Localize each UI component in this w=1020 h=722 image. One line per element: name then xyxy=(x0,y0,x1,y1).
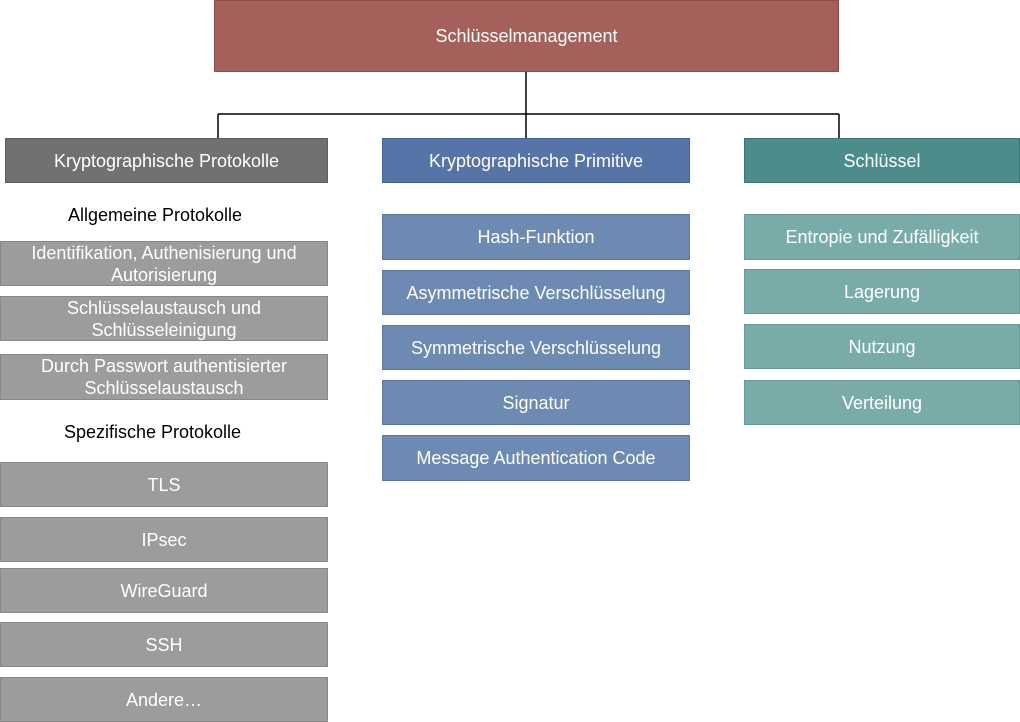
protocol-item-ssh: SSH xyxy=(0,622,328,667)
protocol-item-label: SSH xyxy=(145,634,183,655)
protocol-item-label: Identifikation, Authenisierung und Autor… xyxy=(31,242,297,285)
protocol-item-label: WireGuard xyxy=(120,580,208,601)
key-item-usage: Nutzung xyxy=(744,324,1020,369)
protocol-item-ipsec: IPsec xyxy=(0,517,328,562)
protocol-item-wireguard: WireGuard xyxy=(0,568,328,613)
primitive-item-label: Hash-Funktion xyxy=(477,227,595,247)
root-node: Schlüsselmanagement xyxy=(214,0,839,72)
primitive-item-label: Symmetrische Verschlüsselung xyxy=(410,337,662,358)
primitive-item-hash: Hash-Funktion xyxy=(382,214,690,260)
primitive-item-label: Message Authentication Code xyxy=(416,448,656,468)
primitive-item-signature: Signatur xyxy=(382,380,690,425)
protocol-item-label: Schlüsselaustausch und Schlüsseleinigung xyxy=(66,297,262,340)
protocol-item-schluesselaustausch: Schlüsselaustausch und Schlüsseleinigung xyxy=(0,296,328,341)
protocols-header-label: Kryptographische Protokolle xyxy=(53,150,280,171)
key-item-distribution: Verteilung xyxy=(744,380,1020,425)
general-protocols-title-text: Allgemeine Protokolle xyxy=(67,205,243,225)
primitive-item-mac: Message Authentication Code xyxy=(382,435,690,481)
keys-header-label: Schlüssel xyxy=(843,150,921,171)
primitives-header-label: Kryptographische Primitive xyxy=(428,150,644,171)
protocol-item-label: TLS xyxy=(147,474,181,495)
key-item-entropy: Entropie und Zufälligkeit xyxy=(744,214,1020,260)
protocol-item-tls: TLS xyxy=(0,462,328,507)
key-item-label: Nutzung xyxy=(848,336,916,357)
primitive-item-label: Asymmetrische Verschlüsselung xyxy=(406,282,666,303)
protocol-item-label: Durch Passwort authentisierter Schlüssel… xyxy=(40,356,288,398)
general-protocols-title: Allgemeine Protokolle xyxy=(5,203,305,227)
key-item-label: Lagerung xyxy=(843,281,921,302)
primitive-item-symmetric: Symmetrische Verschlüsselung xyxy=(382,325,690,370)
primitive-item-asymmetric: Asymmetrische Verschlüsselung xyxy=(382,270,690,315)
protocols-header: Kryptographische Protokolle xyxy=(5,138,328,183)
key-item-label: Verteilung xyxy=(841,392,923,413)
primitives-header: Kryptographische Primitive xyxy=(382,138,690,183)
keys-header: Schlüssel xyxy=(744,138,1020,183)
root-label: Schlüsselmanagement xyxy=(435,26,618,46)
protocol-item-identifikation: Identifikation, Authenisierung und Autor… xyxy=(0,241,328,286)
specific-protocols-title-text: Spezifische Protokolle xyxy=(63,422,242,442)
primitive-item-label: Signatur xyxy=(502,392,570,413)
protocol-item-pake: Durch Passwort authentisierter Schlüssel… xyxy=(0,354,328,400)
protocol-item-label: Andere… xyxy=(125,689,203,710)
key-item-storage: Lagerung xyxy=(744,269,1020,314)
protocol-item-andere: Andere… xyxy=(0,677,328,722)
protocol-item-label: IPsec xyxy=(141,529,187,550)
specific-protocols-title: Spezifische Protokolle xyxy=(0,420,305,444)
key-item-label: Entropie und Zufälligkeit xyxy=(785,227,979,247)
